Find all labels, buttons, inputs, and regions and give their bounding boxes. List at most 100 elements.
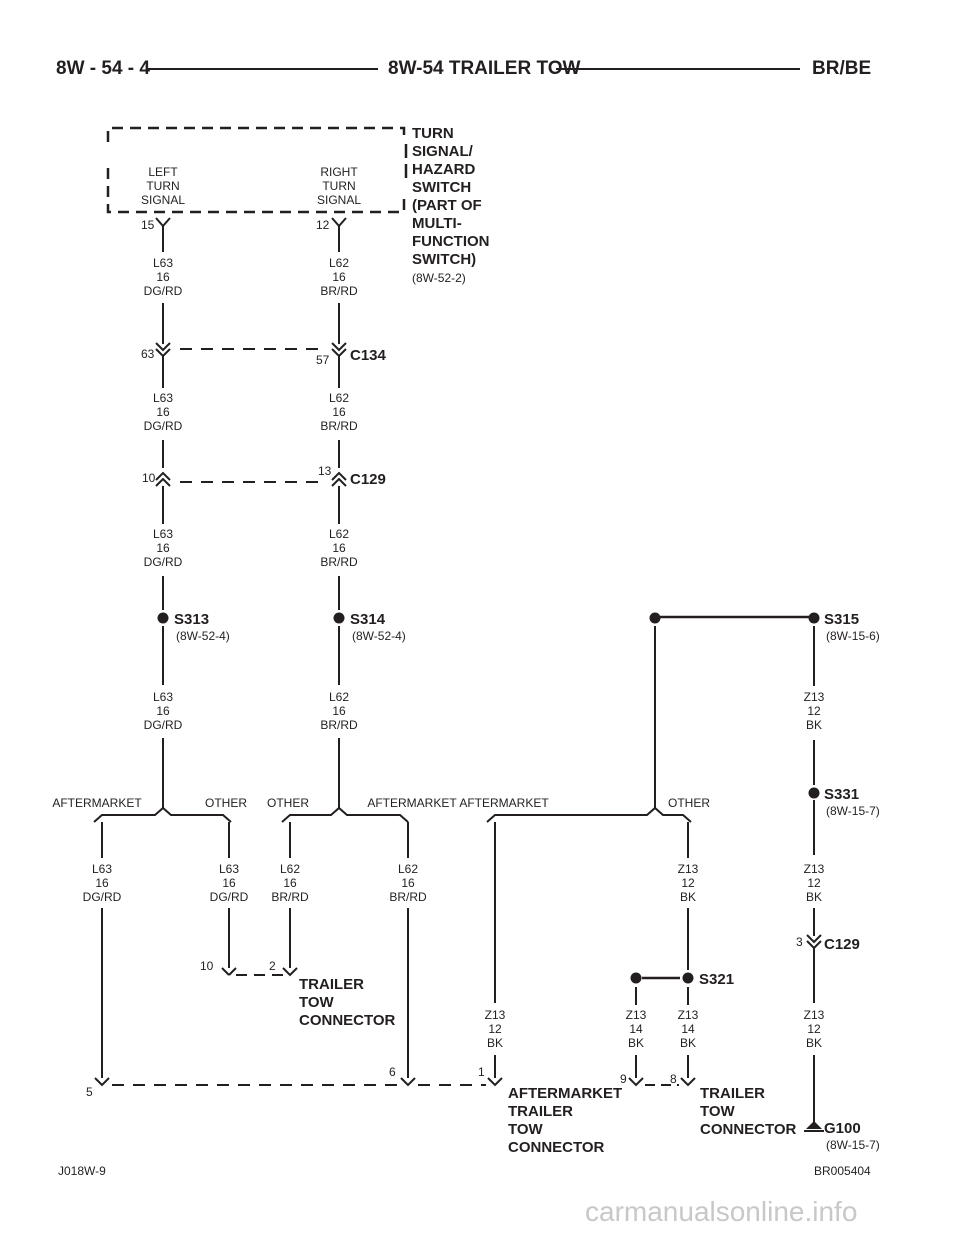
- connector-c129-right-label: C129: [824, 936, 860, 953]
- tt2-pin-9: 9: [620, 1072, 627, 1086]
- branch-other-label: OTHER: [267, 796, 309, 810]
- at-pin-6: 6: [389, 1065, 396, 1079]
- page-number: 8W - 54 - 4: [56, 58, 150, 79]
- connector-c129-label: C129: [350, 471, 386, 488]
- wire-z13-code: Z13: [804, 1008, 825, 1022]
- g100-ref: (8W-15-7): [826, 1138, 880, 1152]
- wire-l63-code: L63: [153, 690, 173, 704]
- wire-l62-color: BR/RD: [320, 419, 358, 433]
- tt-connector-name: TRAILER: [299, 976, 364, 993]
- splice-s313-dot: [157, 612, 169, 624]
- wire-z13-color: BK: [487, 1036, 503, 1050]
- wire-z13-code: Z13: [804, 690, 825, 704]
- wire-z13-gauge: 12: [807, 876, 821, 890]
- at-connector-name: TRAILER: [508, 1103, 573, 1120]
- wire-z13-14-gauge: 14: [629, 1022, 643, 1036]
- tt2-pin-8: 8: [670, 1072, 677, 1086]
- wire-l62-code: L62: [329, 256, 349, 270]
- switch-name: MULTI-: [412, 215, 462, 232]
- branch-aftermarket-label: AFTERMARKET: [52, 796, 142, 810]
- wire-z13-14-color: BK: [680, 1036, 696, 1050]
- s313-ref: (8W-52-4): [176, 629, 230, 643]
- switch-name: SWITCH): [412, 251, 476, 268]
- splice-s314-dot: [333, 612, 345, 624]
- wire-z13-code: Z13: [678, 862, 699, 876]
- wire-l62-gauge: 16: [332, 541, 346, 555]
- footer-left-code: J018W-9: [58, 1164, 106, 1178]
- branch-aftermarket-label: AFTERMARKET: [459, 796, 549, 810]
- wire-z13-gauge: 12: [488, 1022, 502, 1036]
- wire-l63-gauge: 16: [95, 876, 109, 890]
- right-turn-label-2: TURN: [322, 179, 355, 193]
- switch-name: SIGNAL/: [412, 143, 474, 160]
- tt2-connector-name: TRAILER: [700, 1085, 765, 1102]
- wire-l63-color: DG/RD: [144, 284, 183, 298]
- tt2-connector-name: CONNECTOR: [700, 1121, 797, 1138]
- wire-z13-color: BK: [806, 890, 822, 904]
- splice-s331-dot: [808, 787, 820, 799]
- c129-pin-left: 10: [142, 471, 156, 485]
- tt-pin-10: 10: [200, 959, 214, 973]
- wire-z13-code: Z13: [804, 862, 825, 876]
- left-turn-label-1: LEFT: [148, 165, 178, 179]
- c129-right-pin: 3: [796, 935, 803, 949]
- s315-ref: (8W-15-6): [826, 629, 880, 643]
- page-title: 8W-54 TRAILER TOW: [388, 58, 581, 79]
- tt-connector-name: CONNECTOR: [299, 1012, 396, 1029]
- left-turn-label-3: SIGNAL: [141, 193, 185, 207]
- wire-l63-code: L63: [92, 862, 112, 876]
- wire-z13-gauge: 12: [807, 704, 821, 718]
- branch-other-label: OTHER: [205, 796, 247, 810]
- vehicle-code: BR/BE: [812, 58, 872, 79]
- splice-s331-label: S331: [824, 786, 859, 803]
- wire-l63-color: DG/RD: [144, 718, 183, 732]
- wire-l62-gauge: 16: [283, 876, 297, 890]
- splice-s315-label: S315: [824, 611, 859, 628]
- branch-aftermarket-label: AFTERMARKET: [367, 796, 457, 810]
- wire-l62-code: L62: [329, 391, 349, 405]
- at-connector-name: AFTERMARKET: [508, 1085, 622, 1102]
- at-pin-5: 5: [86, 1085, 93, 1099]
- switch-outline: [106, 126, 406, 214]
- at-connector-name: CONNECTOR: [508, 1139, 605, 1156]
- right-turn-label-1: RIGHT: [320, 165, 358, 179]
- wire-z13-14-gauge: 14: [681, 1022, 695, 1036]
- tt2-connector-name: TOW: [700, 1103, 736, 1120]
- ground-icon: [806, 1121, 822, 1129]
- splice-s321-label: S321: [699, 971, 734, 988]
- splice-s321-dot: [682, 972, 694, 984]
- wire-l62-code: L62: [329, 527, 349, 541]
- splice-s314-label: S314: [350, 611, 386, 628]
- at-connector-name: TOW: [508, 1121, 544, 1138]
- wire-l62-color: BR/RD: [320, 718, 358, 732]
- wire-l63-gauge: 16: [156, 704, 170, 718]
- switch-ref: (8W-52-2): [412, 271, 466, 285]
- wire-z13-14-code: Z13: [678, 1008, 699, 1022]
- wire-z13-14-color: BK: [628, 1036, 644, 1050]
- wire-l62-code: L62: [329, 690, 349, 704]
- wire-l63-gauge: 16: [222, 876, 236, 890]
- wire-l63-gauge: 16: [156, 541, 170, 555]
- wire-l62-color: BR/RD: [320, 555, 358, 569]
- ground-g100-label: G100: [824, 1120, 861, 1137]
- wire-z13-gauge: 12: [681, 876, 695, 890]
- switch-name: FUNCTION: [412, 233, 490, 250]
- wire-l63-gauge: 16: [156, 270, 170, 284]
- wire-z13-gauge: 12: [807, 1022, 821, 1036]
- splice-dot: [649, 612, 661, 624]
- s331-ref: (8W-15-7): [826, 804, 880, 818]
- c134-pin-right: 57: [316, 353, 330, 367]
- wire-l63-color: DG/RD: [210, 890, 249, 904]
- wire-l63-color: DG/RD: [144, 555, 183, 569]
- switch-name: TURN: [412, 125, 454, 142]
- wire-l63-gauge: 16: [156, 405, 170, 419]
- wire-l63-color: DG/RD: [83, 890, 122, 904]
- wire-l62-gauge: 16: [332, 270, 346, 284]
- wire-z13-color: BK: [806, 718, 822, 732]
- switch-name: SWITCH: [412, 179, 471, 196]
- wire-l63-code: L63: [153, 256, 173, 270]
- switch-name: HAZARD: [412, 161, 475, 178]
- wire-l63-code: L63: [153, 527, 173, 541]
- splice-dot-2: [630, 972, 642, 984]
